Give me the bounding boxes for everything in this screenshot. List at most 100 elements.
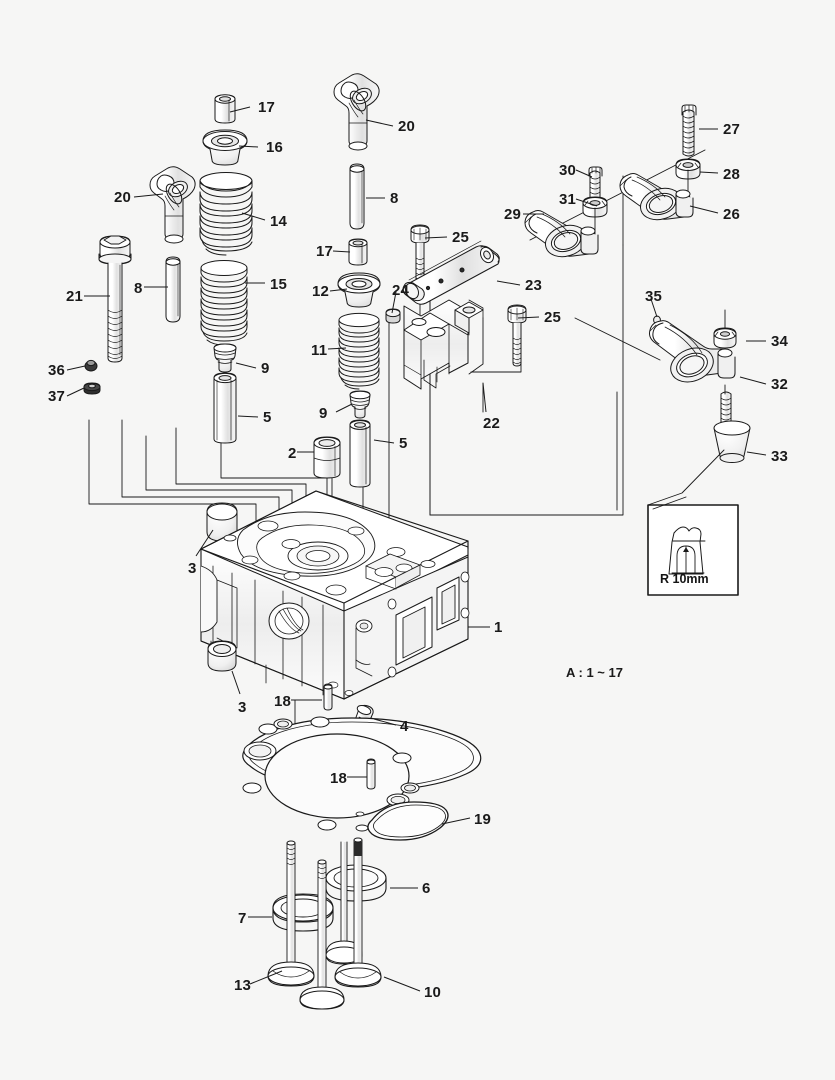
- callout-number-8: 8: [390, 190, 399, 207]
- part-8-dowel-pin-a: [349, 163, 365, 230]
- callout-leader-3: [195, 529, 214, 557]
- part-26-rocker-arm-right: [619, 173, 694, 221]
- part-29-rocker-arm-left: [524, 210, 599, 258]
- part-8-dowel-pin-b: [165, 256, 181, 323]
- part-20-rocker-arm-b: [149, 166, 196, 244]
- callout-leader-26: [689, 205, 719, 214]
- callout-number-9: 9: [261, 360, 270, 377]
- callout-number-35: 35: [645, 288, 663, 305]
- callout-number-18: 18: [330, 770, 348, 787]
- callout-number-33: 33: [771, 448, 789, 465]
- part-17-cotter-b: [348, 238, 368, 266]
- callout-leader-31: [575, 198, 598, 207]
- part-21-head-bolt: [98, 235, 132, 363]
- callout-number-20: 20: [114, 189, 132, 206]
- callout-number-26: 26: [723, 206, 741, 223]
- callout-number-11: 11: [311, 342, 328, 359]
- callout-number-7: 7: [238, 910, 247, 927]
- callout-leader-17: [332, 250, 351, 253]
- callout-leader-9: [235, 362, 257, 369]
- part-28-lock-nut: [675, 158, 701, 207]
- callout-leader-20: [365, 119, 394, 127]
- part-1-cylinder-head: [200, 490, 470, 700]
- callout-number-3: 3: [188, 560, 197, 577]
- callout-number-27: 27: [723, 121, 741, 138]
- part-3-core-plug-a: [206, 502, 238, 542]
- part-13-exhaust-valve-c: [299, 859, 345, 1010]
- callout-leader-11: [327, 347, 347, 350]
- part-3-core-plug-b: [207, 640, 237, 672]
- callout-leader-12: [329, 288, 348, 292]
- part-11-valve-spring-inner: [338, 312, 380, 390]
- callout-number-10: 10: [424, 984, 442, 1001]
- part-23-rocker-shaft: [402, 240, 500, 305]
- part-9-stem-seal-a: [213, 343, 237, 373]
- callout-number-34: 34: [771, 333, 789, 350]
- callout-number-28: 28: [723, 166, 741, 183]
- callout-leader-36: [66, 365, 86, 371]
- callout-number-31: 31: [559, 191, 577, 208]
- callout-number-17: 17: [258, 99, 276, 116]
- callout-number-15: 15: [270, 276, 288, 293]
- callout-number-36: 36: [48, 362, 66, 379]
- part-9-stem-seal-b: [349, 390, 371, 419]
- group-note: A : 1 ~ 17: [566, 665, 623, 680]
- part-16-spring-seat: [202, 129, 248, 166]
- callout-number-14: 14: [270, 213, 288, 230]
- callout-leader-25: [424, 236, 448, 239]
- callout-number-21: 21: [66, 288, 84, 305]
- callout-number-19: 19: [474, 811, 492, 828]
- callout-number-13: 13: [234, 977, 252, 994]
- part-36-washer: [84, 359, 98, 372]
- callout-leader-25: [517, 316, 540, 319]
- callout-number-24: 24: [392, 282, 410, 299]
- callout-leader-5: [237, 415, 259, 418]
- callout-leader-35: [650, 298, 658, 318]
- part-14-valve-spring: [199, 172, 253, 256]
- callout-number-37: 37: [48, 388, 66, 405]
- callout-leader-17: [229, 106, 251, 113]
- part-32-rocker-arm-lower: [649, 320, 736, 383]
- part-27-adjusting-screw: [681, 104, 697, 157]
- callout-number-5: 5: [399, 435, 408, 452]
- callout-leader-3: [231, 670, 241, 695]
- part-22-shaft-bracket: [403, 299, 484, 390]
- callout-number-2: 2: [288, 445, 297, 462]
- callout-leader-32: [739, 376, 767, 385]
- callout-leader-16: [238, 145, 259, 148]
- part-20-rocker-arm-a: [333, 73, 380, 151]
- callout-number-29: 29: [504, 206, 522, 223]
- detail-box-label: R 10mm: [660, 572, 709, 586]
- callout-number-25: 25: [544, 309, 562, 326]
- part-5-valve-guide-b: [349, 419, 371, 488]
- part-18-dowel-b: [366, 758, 376, 790]
- callout-number-4: 4: [400, 718, 409, 735]
- callout-leader-10: [383, 976, 421, 992]
- detail-box-r10mm: [647, 449, 739, 596]
- callout-number-17: 17: [316, 243, 334, 260]
- callout-leader-22: [482, 382, 487, 413]
- callout-leader-19: [441, 817, 471, 825]
- callout-leader-9: [335, 403, 353, 413]
- part-17-cotter-a: [214, 94, 236, 124]
- part-5-valve-guide-a: [213, 372, 237, 444]
- callout-number-5: 5: [263, 409, 272, 426]
- callout-leader-37: [66, 387, 85, 397]
- part-19-head-gasket: [242, 716, 482, 841]
- callout-number-12: 12: [312, 283, 330, 300]
- callout-number-16: 16: [266, 139, 284, 156]
- callout-leader-14: [241, 212, 266, 221]
- part-25-bolt-b: [507, 304, 527, 367]
- callout-number-6: 6: [422, 880, 431, 897]
- callout-number-22: 22: [483, 415, 501, 432]
- callout-leader-4: [373, 718, 397, 726]
- callout-number-1: 1: [494, 619, 503, 636]
- callout-number-18: 18: [274, 693, 292, 710]
- callout-leader-20: [133, 193, 164, 198]
- callout-number-3: 3: [238, 699, 247, 716]
- callout-number-25: 25: [452, 229, 470, 246]
- callout-leader-33: [746, 451, 767, 456]
- callout-number-8: 8: [134, 280, 143, 297]
